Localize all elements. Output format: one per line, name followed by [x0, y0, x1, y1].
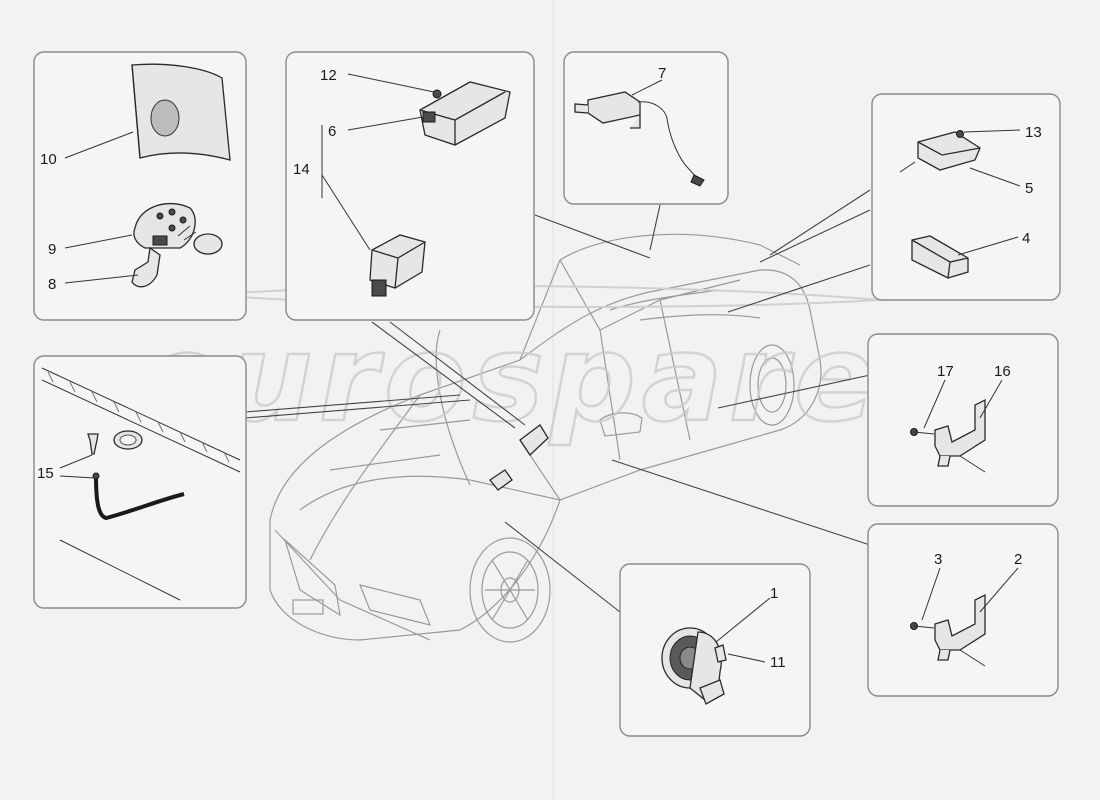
- callout-12: 12: [320, 67, 337, 84]
- callout-9: 9: [48, 241, 56, 258]
- callout-8: 8: [48, 276, 56, 293]
- watermark-text: eurospares: [140, 310, 959, 449]
- connector-icon: [422, 111, 436, 123]
- panel-siren: 1 11: [619, 563, 811, 737]
- callout-6: 6: [328, 123, 336, 140]
- car-outline: [269, 233, 822, 643]
- callout-2: 2: [1014, 551, 1022, 568]
- manual-logo-icon: [150, 99, 180, 137]
- callout-3: 3: [934, 551, 942, 568]
- callout-5: 5: [1025, 180, 1033, 197]
- callout-13: 13: [1025, 124, 1042, 141]
- panel-earth-cable: 15: [33, 355, 247, 609]
- panel-bracket-lower: 3 2: [867, 523, 1059, 697]
- panel-key-and-manual: 10 9 8: [33, 51, 247, 321]
- callout-16: 16: [994, 363, 1011, 380]
- assembly-leader-lines: [244, 189, 871, 613]
- panel-sensors: 13 5 4: [871, 93, 1061, 301]
- callout-10: 10: [40, 151, 57, 168]
- callout-15: 15: [37, 465, 54, 482]
- callout-11: 11: [770, 654, 786, 671]
- panel-antenna: 7: [563, 51, 729, 205]
- callout-4: 4: [1022, 230, 1030, 247]
- panel-bracket-upper: 17 16: [867, 333, 1059, 507]
- callout-7: 7: [658, 65, 666, 82]
- panel-control-units: 12 6 14: [285, 51, 535, 321]
- callout-14: 14: [293, 161, 310, 178]
- callout-17: 17: [937, 363, 954, 380]
- callout-1: 1: [770, 585, 778, 602]
